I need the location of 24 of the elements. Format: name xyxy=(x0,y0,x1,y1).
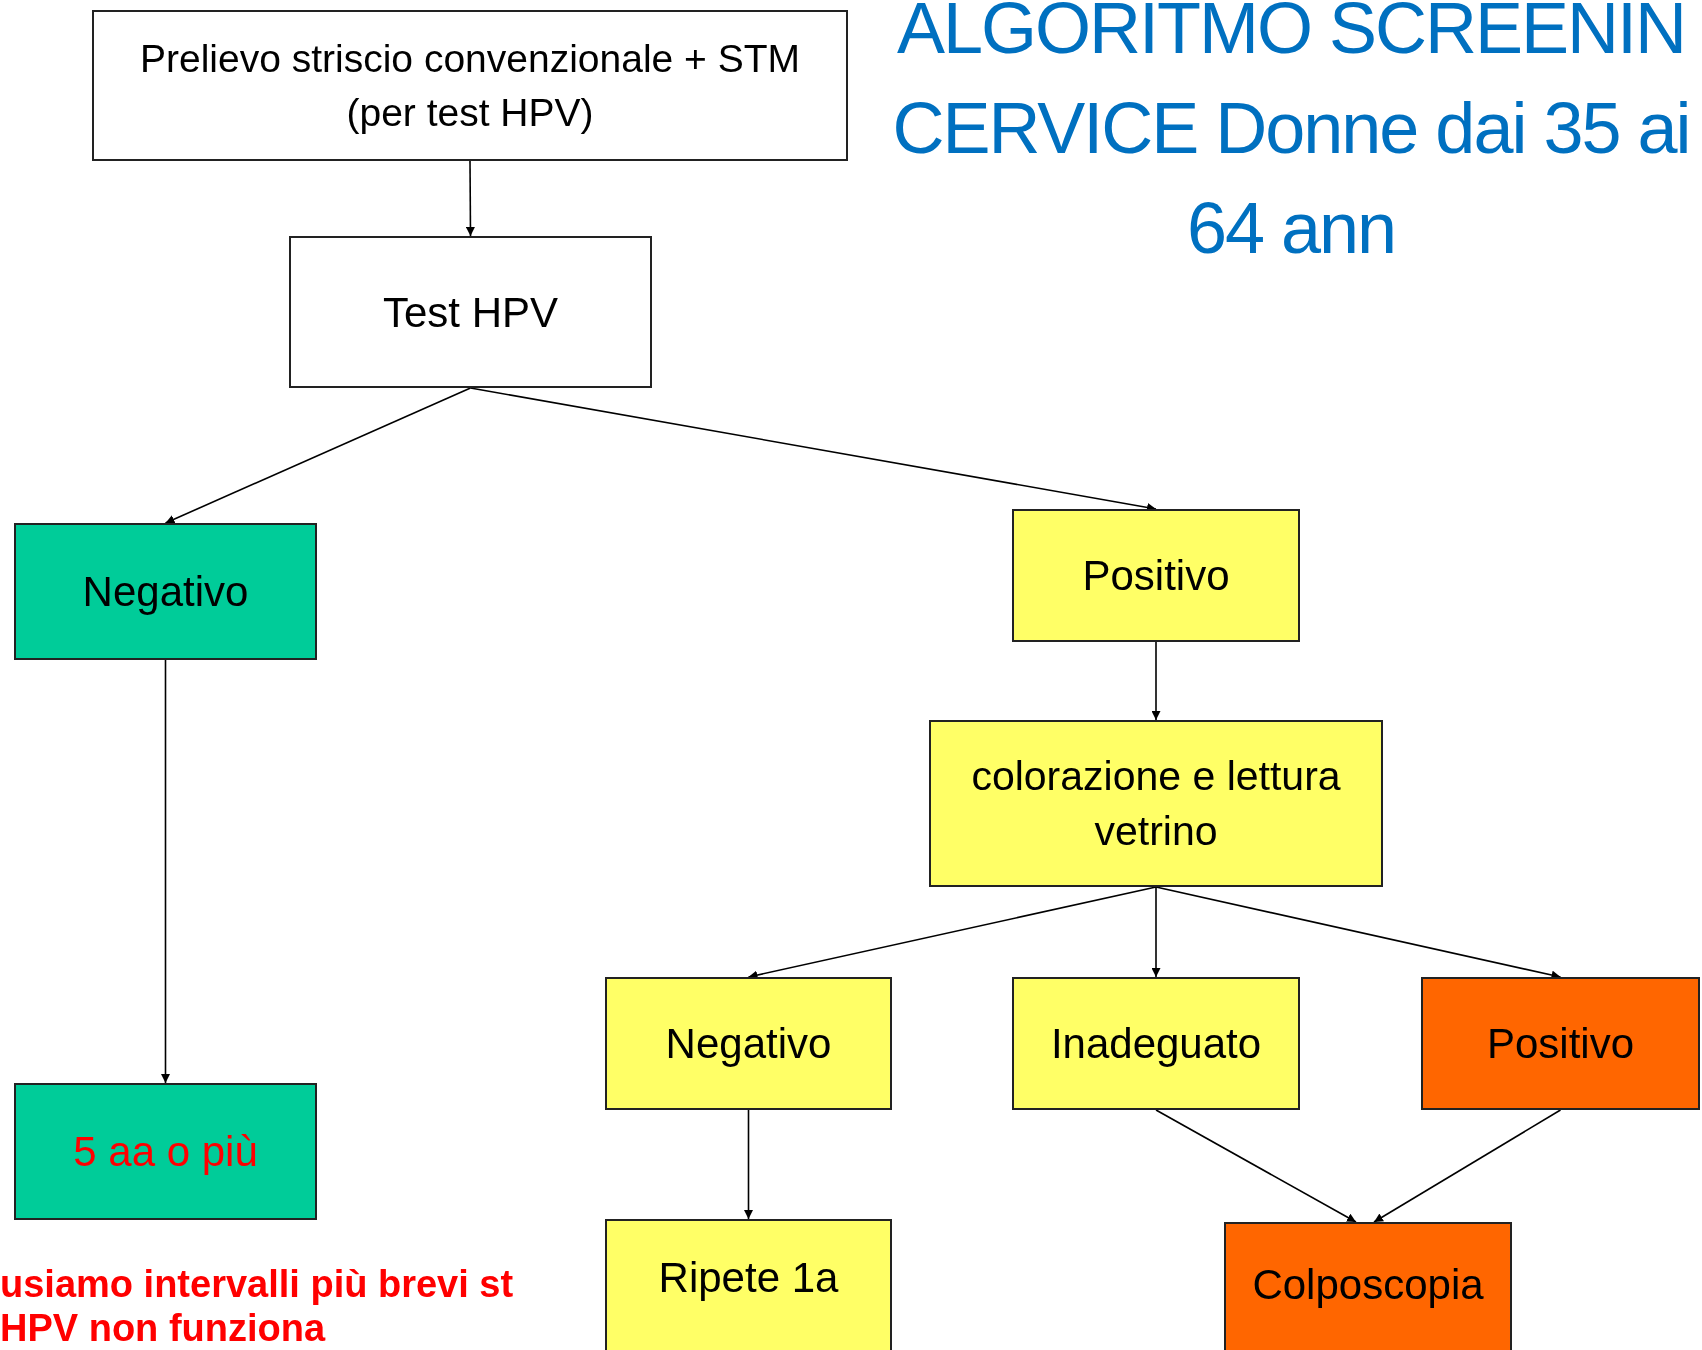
process-box: Ripete 1a xyxy=(605,1219,892,1350)
arrow xyxy=(1151,886,1161,978)
arrow xyxy=(1155,1109,1357,1223)
arrow xyxy=(747,886,1157,980)
process-box: Negativo xyxy=(14,523,317,660)
process-box: 5 aa o più xyxy=(14,1083,317,1220)
process-box: Positivo xyxy=(1421,977,1700,1110)
arrow xyxy=(469,387,1157,512)
process-box: Negativo xyxy=(605,977,892,1110)
process-box: Positivo xyxy=(1012,509,1300,642)
process-box: Colposcopia xyxy=(1224,1222,1512,1350)
title: ALGORITMO SCREENIN CERVICE Donne dai 35 ai 64 ann xyxy=(891,0,1691,270)
arrow xyxy=(1151,641,1161,721)
arrow xyxy=(164,387,472,524)
arrow xyxy=(465,160,475,237)
arrow xyxy=(1373,1109,1562,1223)
arrow xyxy=(161,659,170,1084)
process-box: Prelievo striscio convenzionale + STM (per test HPV) xyxy=(92,10,848,161)
arrow xyxy=(744,1109,753,1220)
process-box: colorazione e lettura vetrino xyxy=(929,720,1383,887)
note-text: usiamo intervalli più brevi st HPV non funziona xyxy=(0,1262,515,1350)
arrow xyxy=(1155,886,1562,980)
process-box: Test HPV xyxy=(289,236,652,388)
process-box: Inadeguato xyxy=(1012,977,1300,1110)
